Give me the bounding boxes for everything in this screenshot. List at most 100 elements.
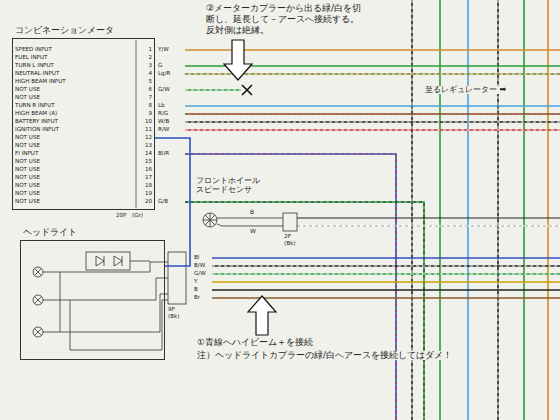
pin-name: NOT USE (15, 167, 40, 173)
sensor-label: フロントホイール スピードセンサ (196, 176, 262, 194)
drawing-part (35, 297, 42, 304)
pin-number: 4 (138, 71, 152, 77)
wire (497, 0, 499, 420)
wire-color-code: Bl (194, 255, 199, 261)
pin-name: NOT USE (15, 191, 40, 197)
pin-number: 16 (138, 167, 152, 173)
wire-stripe (212, 274, 560, 275)
wire (297, 225, 560, 226)
wire-stripe (185, 114, 560, 115)
pin-number: 14 (138, 151, 152, 157)
wire-stripe (297, 226, 560, 227)
drawing-part (96, 256, 104, 266)
callout-arrow (248, 296, 276, 335)
speed-sensor (203, 213, 283, 227)
callout-arrow (224, 40, 252, 80)
wire (185, 121, 560, 123)
box-heading: ヘッドライト (23, 228, 77, 237)
wire (185, 113, 560, 115)
pin-divider (136, 40, 137, 208)
pin-name: BATTERY INPUT (15, 119, 58, 125)
wire (185, 202, 424, 420)
wire (212, 265, 560, 267)
component-box: ヘッドライト (20, 240, 165, 360)
wire-stripe (185, 122, 560, 123)
wire-color-code: Bl/R (158, 151, 169, 157)
wire-color-code: G/W (158, 87, 170, 93)
wire (212, 289, 560, 291)
wire (467, 0, 469, 420)
pin-name: TURN L INPUT (15, 63, 54, 69)
destination-label: 至るレギュレーター ➡ (424, 86, 507, 94)
wire-color-code: G (158, 63, 162, 69)
pin-number: 18 (138, 183, 152, 189)
wire (547, 0, 549, 420)
note-text: ②メーターカプラーから出る緑/白を切断し、延長して－アースへ接続する。反対側は絶… (205, 3, 367, 35)
connector-code: 20P (116, 213, 127, 219)
headlight-connector (168, 252, 186, 304)
wire-stripe (185, 202, 424, 420)
pin-name: HIGH BEAM (A) (15, 111, 57, 117)
drawing-part (33, 267, 43, 277)
pin-name: FI INPUT (15, 151, 38, 157)
wire-stripe (185, 130, 560, 131)
box-heading: コンビネーションメータ (15, 26, 114, 35)
drawing-part (203, 213, 217, 227)
blue-wire-connector (155, 138, 190, 266)
pin-number: 1 (138, 47, 152, 53)
wire (212, 273, 560, 275)
wire-color-code: Lb (158, 103, 165, 109)
wire-color-code: W/B (158, 119, 169, 125)
pin-name: NOT USE (15, 87, 40, 93)
pin-name: NOT USE (15, 175, 40, 181)
wire-stripe (185, 154, 396, 420)
wire-color-code: G/B (158, 199, 168, 205)
pin-number: 8 (138, 103, 152, 109)
wire-color-code: B (194, 287, 198, 293)
drawing-part (43, 278, 168, 300)
pin-name: NOT USE (15, 143, 40, 149)
wire (185, 129, 560, 131)
drawing-part (203, 213, 217, 227)
pin-number: 13 (138, 143, 152, 149)
drawing-part (33, 327, 43, 337)
wire (212, 281, 560, 283)
drawing-part (60, 272, 168, 350)
pin-number: 6 (138, 87, 152, 93)
pin-name: NOT USE (15, 159, 40, 165)
pin-number: 2 (138, 55, 152, 61)
wire-color-code: Y/W (158, 47, 169, 53)
wire-stripe (212, 266, 560, 267)
drawing-part (43, 294, 168, 332)
connector-code: (Bk) (284, 241, 295, 247)
drawing-part (217, 218, 283, 226)
wire-color-code: G/W (194, 271, 206, 277)
pin-name: NOT USE (15, 183, 40, 189)
drawing-part (114, 256, 122, 266)
drawing-part (43, 261, 168, 272)
wire (185, 89, 241, 91)
drawing-part (33, 295, 43, 305)
pin-name: TURN R INPUT (15, 103, 55, 109)
wire-color-code: Br (194, 295, 200, 301)
pin-number: 9 (138, 111, 152, 117)
wire-stripe (498, 0, 499, 420)
wire-color-code: Lg/R (158, 71, 170, 77)
wire-color-code: W (250, 228, 256, 234)
pin-number: 20 (138, 199, 152, 205)
pin-number: 19 (138, 191, 152, 197)
pin-number: 5 (138, 79, 152, 85)
wire (185, 105, 560, 107)
connector-code: (Gr) (132, 213, 143, 219)
wire-color-code: R/G (158, 111, 168, 117)
connector-code: 2P (284, 234, 291, 240)
wire-color-code: B/W (194, 263, 205, 269)
pin-number: 12 (138, 135, 152, 141)
wire-color-code: Y (194, 279, 197, 285)
pin-number: 7 (138, 95, 152, 101)
pin-number: 3 (138, 63, 152, 69)
pin-name: SPEED INPUT (15, 47, 52, 53)
pin-name: NEUTRAL INPUT (15, 71, 59, 77)
pin-number: 15 (138, 159, 152, 165)
